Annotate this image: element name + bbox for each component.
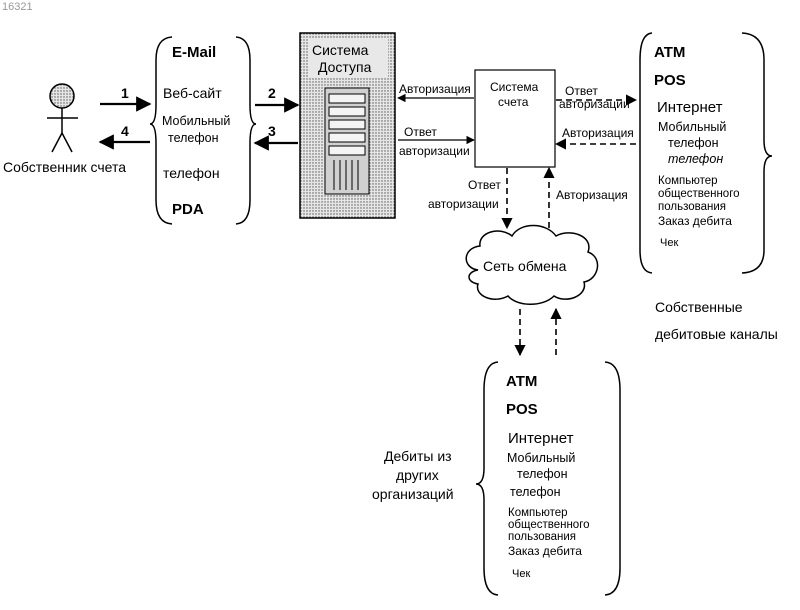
arrow-4-label: 4 [121,123,129,139]
other-org-computer-line2: общественного [508,519,590,531]
own-channel-debit-order: Заказ дебита [658,214,732,228]
own-channel-computer-line3: пользования [658,201,726,213]
auth-label-up: Авторизация [556,188,628,202]
arrow-1-label: 1 [121,85,129,101]
other-org-check: Чек [512,568,530,580]
arrow-2-label: 2 [268,85,276,101]
own-channel-check: Чек [660,237,678,249]
channel-mobile-line1: Мобильный [162,114,230,128]
other-org-brace-right [605,362,620,595]
account-owner-label: Собственник счета [3,159,126,175]
own-channel-atm: ATM [654,44,685,61]
other-org-caption-line2: других [396,467,439,483]
own-channel-pos: POS [654,72,686,89]
own-channel-computer-line1: Компьютер [658,175,718,187]
other-org-pos: POS [506,401,538,418]
auth-label-top: Авторизация [399,82,471,96]
own-channel-mobile-line1: Мобильный [658,120,726,134]
other-org-phone: телефон [510,485,561,499]
other-org-computer-line3: пользования [508,531,576,543]
reply-label-right-2: авторизации [559,97,630,111]
channel-pda: PDA [172,201,204,218]
other-org-internet: Интернет [508,430,574,447]
other-org-caption-line1: Дебиты из [384,448,452,464]
access-system-title-line2: Доступа [318,59,372,75]
person-icon [47,84,78,152]
page-number: 16321 [2,1,33,13]
reply-label-top-1: Ответ [404,125,437,139]
server-rack-icon [325,88,369,194]
other-org-brace-left [476,362,498,595]
reply-label-top-2: авторизации [399,144,470,158]
reply-label-right-1: Ответ [565,84,598,98]
account-system-title-line1: Система [490,80,539,94]
access-system-title-line1: Система [312,42,369,58]
arrow-3-label: 3 [268,123,276,139]
reply-label-down-2: авторизации [428,197,499,211]
own-channels-brace-left [640,33,652,273]
own-channel-phone: телефон [668,152,723,166]
exchange-network-label: Сеть обмена [483,258,567,274]
own-channels-caption-line1: Собственные [655,299,743,315]
own-channel-computer-line2: общественного [658,188,740,200]
other-org-computer-line1: Компьютер [508,507,568,519]
other-org-mobile-line2: телефон [517,467,568,481]
channel-phone: телефон [163,165,220,181]
own-channels-brace-right [742,33,772,273]
channel-email: E-Mail [172,44,216,61]
reply-label-down-1: Ответ [468,178,501,192]
channel-website: Веб-сайт [163,85,222,101]
other-org-mobile-line1: Мобильный [507,451,575,465]
channel-mobile-line2: телефон [168,131,219,145]
own-channels-caption-line2: дебитовые каналы [655,326,778,342]
own-channel-internet: Интернет [657,99,723,116]
other-org-debit-order: Заказ дебита [508,544,582,558]
own-channel-mobile-line2: телефон [668,136,719,150]
other-org-caption-line3: организаций [372,486,454,502]
other-org-atm: ATM [506,373,537,390]
account-system-title-line2: счета [498,95,529,109]
auth-label-right: Авторизация [562,126,634,140]
